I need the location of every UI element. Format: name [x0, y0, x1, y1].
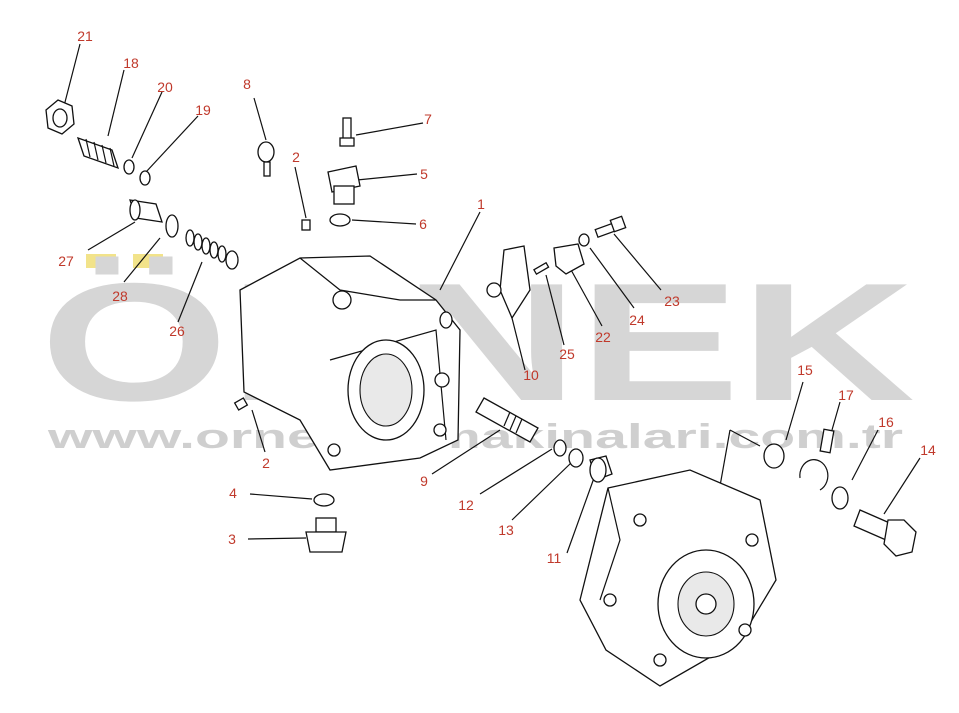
callout-2-top: 2	[292, 149, 300, 165]
callout-5: 5	[420, 166, 428, 182]
callout-1: 1	[477, 196, 485, 212]
watermark-url: www.orneksismakinalari.com.tr	[46, 418, 903, 456]
callout-13: 13	[498, 522, 514, 538]
callout-20: 20	[157, 79, 173, 95]
small-plug-part	[233, 397, 249, 411]
bolt-part	[594, 215, 627, 239]
bushing-part	[589, 455, 613, 483]
callout-16: 16	[878, 414, 894, 430]
watermark-accent-right	[133, 254, 163, 268]
spring-part	[185, 229, 239, 270]
callout-24: 24	[629, 312, 645, 328]
bushing-part	[763, 443, 785, 469]
callout-27: 27	[58, 253, 74, 269]
small-plug-part	[301, 219, 311, 231]
o-ring-part	[553, 439, 567, 457]
callout-12: 12	[458, 497, 474, 513]
hex-nut-part	[45, 99, 75, 135]
callout-19: 19	[195, 102, 211, 118]
pin-part	[533, 261, 550, 275]
callout-25: 25	[559, 346, 575, 362]
o-ring-part	[123, 159, 135, 175]
callout-labels: 1 2 2 3 4 5 6 7 8 9 10 11 12 13 14 15 16…	[58, 28, 936, 566]
bolt-part	[853, 509, 917, 557]
o-ring-part	[568, 448, 584, 468]
callout-4: 4	[229, 485, 237, 501]
washer-part	[578, 233, 590, 247]
plug-part	[327, 165, 361, 205]
watermark: ÖRNEK www.orneksismakinalari.com.tr	[40, 248, 915, 456]
screw-part	[339, 117, 355, 147]
watermark-accent-left	[86, 254, 116, 268]
o-ring-part	[329, 213, 351, 227]
callout-9: 9	[420, 473, 428, 489]
callout-8: 8	[243, 76, 251, 92]
callout-28: 28	[112, 288, 128, 304]
main-housing-part	[239, 255, 461, 471]
o-ring-part	[165, 214, 179, 238]
snap-ring-part	[799, 428, 835, 491]
shaft-part	[475, 397, 539, 443]
callout-11: 11	[547, 550, 562, 566]
callout-3: 3	[228, 531, 236, 547]
threaded-fitting-part	[76, 136, 120, 170]
valve-block-part	[486, 245, 531, 320]
parts-drawing	[45, 99, 917, 687]
washer-part	[831, 486, 849, 510]
plug-part	[129, 199, 163, 223]
callout-21: 21	[77, 28, 93, 44]
o-ring-part	[313, 493, 335, 507]
o-ring-part	[139, 170, 151, 186]
callout-15: 15	[797, 362, 813, 378]
callout-10: 10	[523, 367, 539, 383]
plug-part	[305, 517, 347, 553]
callout-22: 22	[595, 329, 611, 345]
bracket-part	[553, 243, 585, 275]
eye-bolt-part	[257, 141, 275, 177]
callout-18: 18	[123, 55, 139, 71]
callout-14: 14	[920, 442, 936, 458]
pump-body-part	[579, 469, 777, 687]
callout-6: 6	[419, 216, 427, 232]
callout-23: 23	[664, 293, 680, 309]
callout-7: 7	[424, 111, 432, 127]
callout-26: 26	[169, 323, 185, 339]
callout-17: 17	[838, 387, 854, 403]
callout-2-bottom: 2	[262, 455, 270, 471]
watermark-brand: ÖRNEK	[40, 248, 915, 436]
leader-lines	[63, 43, 921, 554]
